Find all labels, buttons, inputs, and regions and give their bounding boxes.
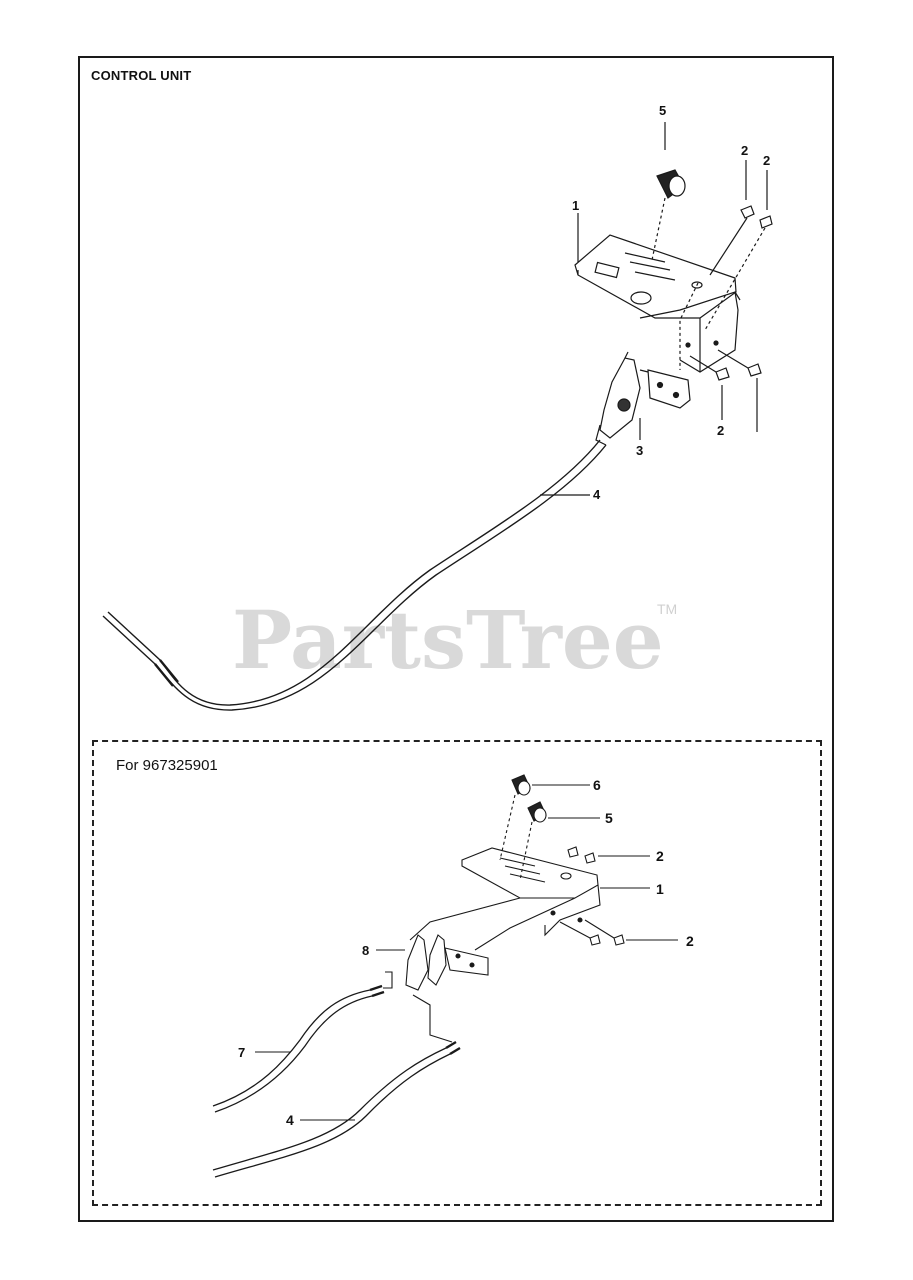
main-assembly	[102, 122, 773, 711]
inset-callout-5: 5	[605, 810, 613, 826]
callout-2b: 2	[763, 153, 770, 168]
inset-bracket-plate	[461, 847, 599, 899]
lever-bracket	[647, 369, 691, 409]
inset-cable-7	[212, 984, 385, 1113]
inset-callouts: 6 5 2 1 8 2 7 4	[238, 777, 694, 1128]
inset-knob-5	[519, 801, 547, 881]
callout-4: 4	[593, 487, 601, 502]
inset-title: For 967325901	[116, 757, 218, 774]
lever-clamp	[599, 357, 641, 439]
inset-callout-7: 7	[238, 1045, 245, 1060]
inset-assembly	[212, 774, 678, 1178]
inset-cable-4	[212, 1040, 461, 1178]
main-callouts: 5 2 2 1 2 3 4	[572, 103, 770, 502]
watermark: PartsTree	[232, 593, 664, 687]
bracket-slot	[594, 261, 620, 279]
callout-2a: 2	[741, 143, 748, 158]
callout-3: 3	[636, 443, 643, 458]
inset-callout-8: 8	[362, 943, 369, 958]
control-knob	[651, 169, 686, 261]
callout-5: 5	[659, 103, 666, 118]
control-cable	[102, 439, 607, 711]
inset-callout-2b: 2	[686, 933, 694, 949]
callout-2c: 2	[717, 423, 724, 438]
diagram-frame	[78, 56, 834, 1222]
bolt-top-right	[704, 215, 773, 331]
inset-box	[92, 740, 822, 1206]
inset-callout-6: 6	[593, 777, 601, 793]
bolt-bottom-left	[689, 355, 730, 381]
diagram-title: CONTROL UNIT	[91, 68, 192, 83]
bolt-bottom-right	[717, 349, 762, 377]
bracket-hole	[630, 291, 652, 305]
bolt-top-left	[709, 205, 755, 276]
inset-callout-1: 1	[656, 881, 664, 897]
inset-callout-4: 4	[286, 1112, 294, 1128]
inset-lever-clamp	[405, 934, 429, 991]
watermark-trademark: TM	[657, 601, 677, 617]
inset-callout-2a: 2	[656, 848, 664, 864]
inset-knob-6	[499, 774, 531, 861]
callout-1: 1	[572, 198, 579, 213]
